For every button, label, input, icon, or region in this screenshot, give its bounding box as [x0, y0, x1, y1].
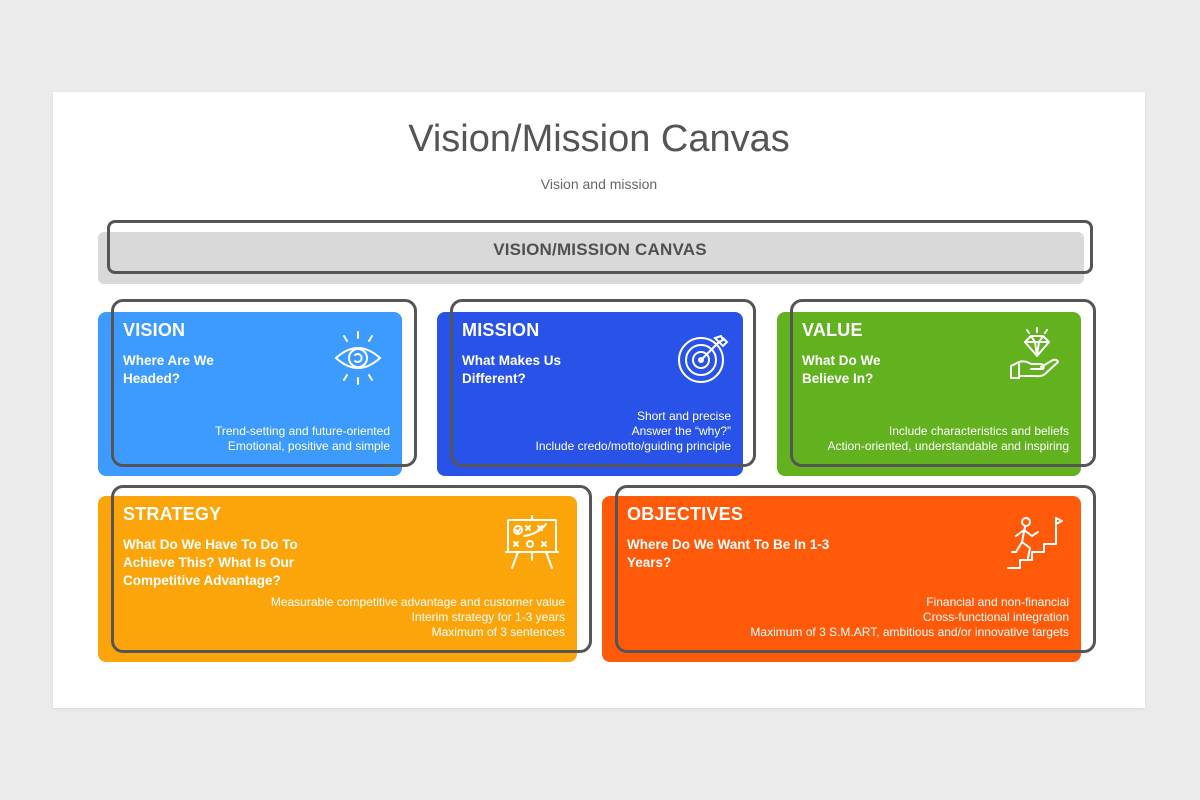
climbing-stairs-flag-icon: [1004, 512, 1064, 572]
banner-outline: [107, 220, 1093, 274]
strategy-board-icon: [502, 512, 562, 572]
banner-label: VISION/MISSION CANVAS: [493, 240, 707, 259]
strategy-title: STRATEGY: [123, 504, 222, 524]
vision-question: Where Are We Headed?: [123, 353, 214, 386]
mission-question: What Makes Us Different?: [462, 353, 562, 386]
mission-title: MISSION: [462, 320, 540, 340]
objectives-details: Financial and non-financial Cross-functi…: [750, 595, 1069, 639]
objectives-title: OBJECTIVES: [627, 504, 744, 524]
slide: Vision/Mission Canvas Vision and mission…: [53, 92, 1145, 708]
eye-icon: [328, 328, 388, 388]
value-card: VALUE What Do We Believe In? Include cha…: [777, 312, 1081, 476]
page-title: Vision/Mission Canvas: [408, 118, 790, 160]
vision-details: Trend-setting and future-oriented Emotio…: [215, 424, 390, 453]
value-details: Include characteristics and beliefs Acti…: [827, 424, 1070, 453]
strategy-card: STRATEGY What Do We Have To Do To Achiev…: [98, 496, 577, 662]
value-question: What Do We Believe In?: [802, 353, 881, 386]
banner-bar: [98, 232, 1084, 284]
target-icon: [673, 328, 733, 388]
objectives-question: Where Do We Want To Be In 1-3 Years?: [627, 537, 830, 570]
mission-details: Short and precise Answer the “why?” Incl…: [535, 409, 731, 453]
diamond-hand-icon: [1005, 326, 1065, 386]
value-title: VALUE: [802, 320, 863, 340]
mission-card: MISSION What Makes Us Different? Short a…: [437, 312, 743, 476]
strategy-question: What Do We Have To Do To Achieve This? W…: [123, 537, 298, 588]
strategy-details: Measurable competitive advantage and cus…: [270, 595, 565, 639]
page-subtitle: Vision and mission: [540, 176, 658, 192]
vision-card: VISION Where Are We Headed? Trend-settin…: [98, 312, 402, 476]
objectives-card: OBJECTIVES Where Do We Want To Be In 1-3…: [602, 496, 1081, 662]
vision-title: VISION: [123, 320, 186, 340]
